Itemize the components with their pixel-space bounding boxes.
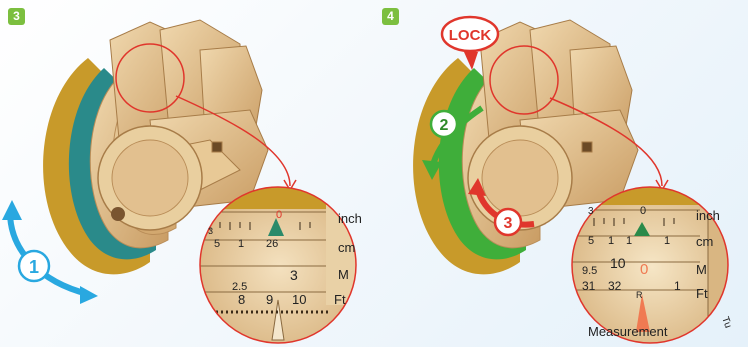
lock-label: LOCK xyxy=(449,27,492,44)
ft-number: 8 xyxy=(238,292,245,307)
cm-number: 26 xyxy=(266,238,278,250)
m-number: 10 xyxy=(610,255,626,271)
m-number: 9.5 xyxy=(582,265,597,277)
unit-label-m: M xyxy=(696,262,707,277)
ft-number: 9 xyxy=(266,292,273,307)
ft-number: 31 xyxy=(582,279,596,293)
callout-1-label: 1 xyxy=(29,257,39,277)
inch-number: 3 xyxy=(208,226,213,236)
unit-label-inch: inch xyxy=(696,208,720,223)
measurement-dial xyxy=(98,126,202,230)
unit-label-m: M xyxy=(338,267,349,282)
m-number-highlight: 0 xyxy=(640,261,648,278)
ft-number: 32 xyxy=(608,279,622,293)
callout-2-label: 2 xyxy=(440,117,449,134)
side-text: Tu xyxy=(719,315,733,329)
step-3-panel: 3 xyxy=(0,0,374,347)
unit-label-ft: Ft xyxy=(696,286,708,301)
cm-number: 1 xyxy=(626,235,632,247)
unit-label-cm: cm xyxy=(338,240,355,255)
step-4-panel: 4 xyxy=(374,0,748,347)
unit-label-cm: cm xyxy=(696,234,713,249)
measurement-label: Measurement xyxy=(588,324,668,339)
inch-number: 3 xyxy=(588,206,594,217)
ft-letter: R xyxy=(636,290,643,300)
unit-label-inch: inch xyxy=(338,211,362,226)
cm-number: 1 xyxy=(238,238,244,250)
callout-3-label: 3 xyxy=(504,215,513,232)
ft-number: 10 xyxy=(292,292,306,307)
cm-number: 5 xyxy=(588,235,594,247)
step-4-illustration: LOCK 2 3 inch xyxy=(374,0,748,347)
m-number: 3 xyxy=(290,267,298,283)
cm-number: 1 xyxy=(664,235,670,247)
unit-label-ft: Ft xyxy=(334,292,346,307)
cm-number: 1 xyxy=(608,235,614,247)
ft-number: 1 xyxy=(674,279,681,293)
inch-marker: 0 xyxy=(276,209,282,221)
inch-number: 0 xyxy=(640,205,646,217)
cm-number: 5 xyxy=(214,238,220,250)
step-3-illustration: 1 inch cm M Ft 0 5 1 26 2.5 xyxy=(0,0,374,347)
